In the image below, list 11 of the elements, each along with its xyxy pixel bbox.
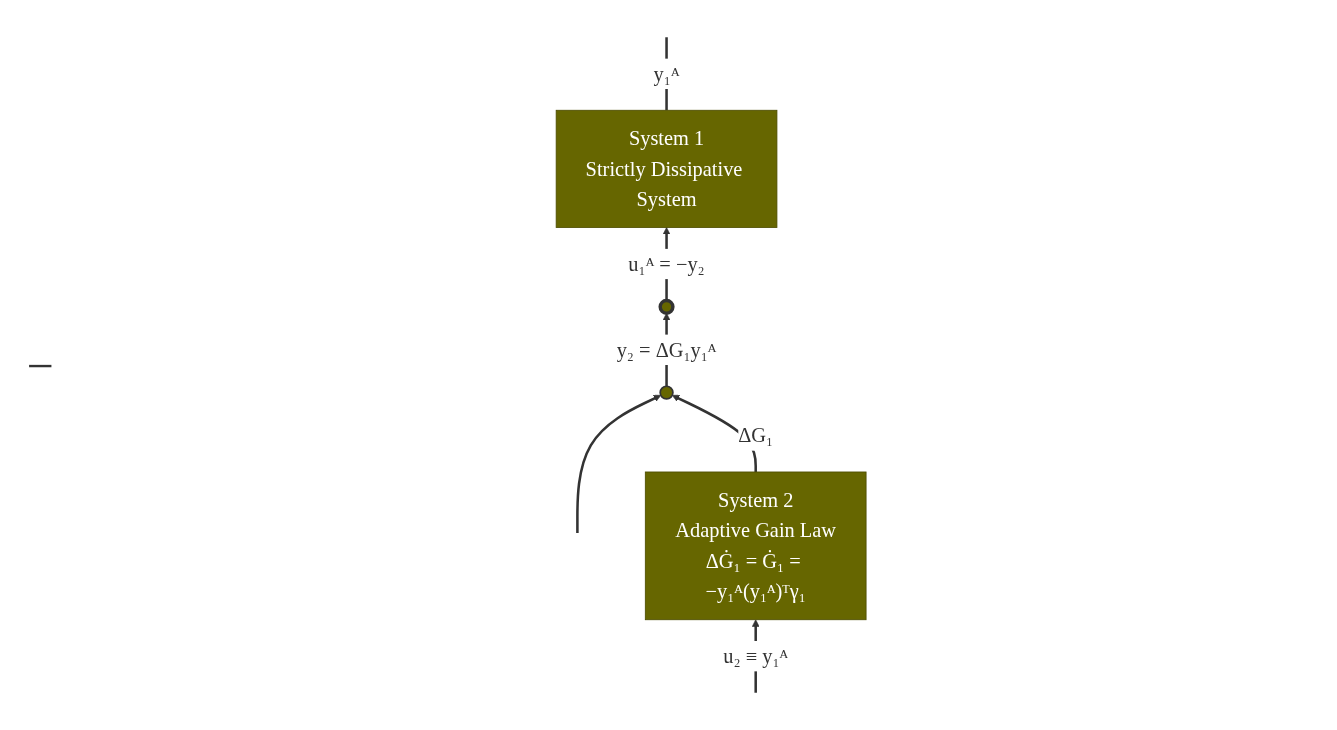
edge-label: y₂ = ΔG₁y₁ᴬ bbox=[616, 338, 716, 361]
arrow bbox=[575, 394, 661, 534]
node-circle bbox=[657, 298, 675, 315]
edge-label: u₂ ≡ y₁ᴬ bbox=[722, 645, 788, 668]
minus-sign: − bbox=[25, 337, 55, 393]
node-box: System 2 Adaptive Gain Law ΔĠ₁ = Ġ₁ = −y₁ᴬ(y₁ᴬ)ᵀγ₁ bbox=[644, 471, 866, 621]
edge-label: ΔG₁ bbox=[737, 424, 773, 447]
edge-label: u₁ᴬ = −y₂ bbox=[627, 252, 705, 275]
edge-label: y₁ᴬ bbox=[653, 62, 679, 85]
node-circle bbox=[658, 385, 674, 400]
node-box: System 1 Strictly Dissipative System bbox=[555, 109, 777, 228]
